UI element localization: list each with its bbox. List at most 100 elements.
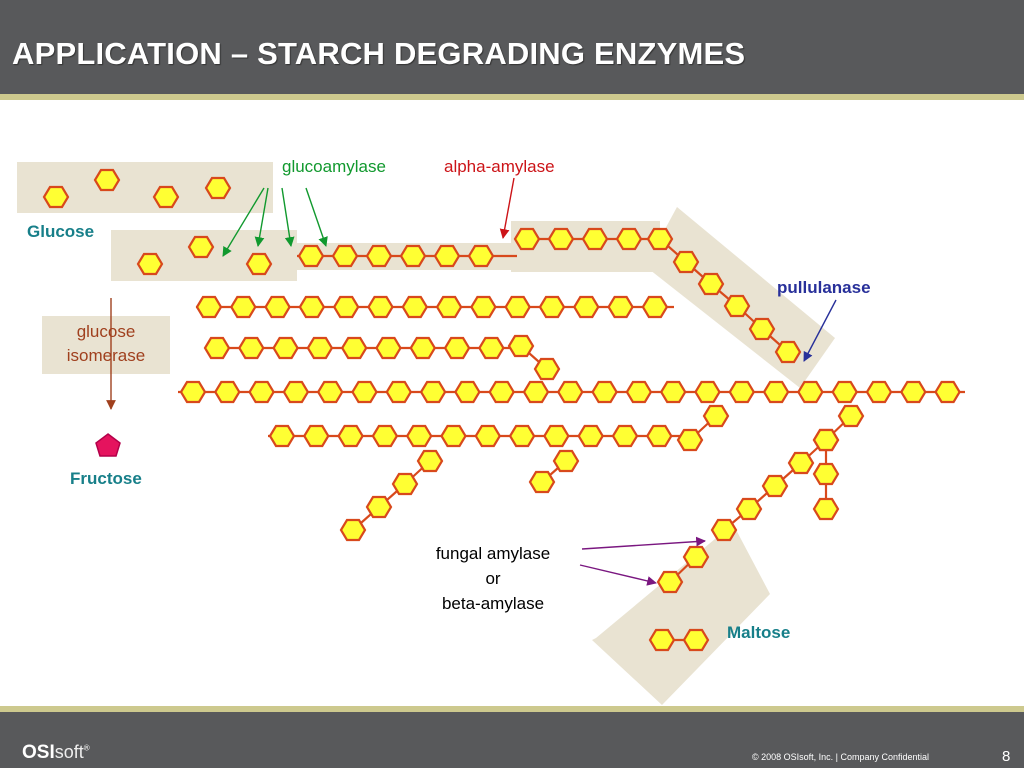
glucose-hexagon xyxy=(646,424,673,448)
glucose-hexagon xyxy=(248,380,275,404)
fructose-label: Fructose xyxy=(70,469,142,488)
glucose-hexagon xyxy=(401,295,429,319)
glucose-hexagon xyxy=(538,295,566,319)
glucose-hexagon xyxy=(467,244,495,268)
glucose-hexagon xyxy=(522,380,550,404)
free-glucose-hexagon xyxy=(187,235,215,259)
glucose-units xyxy=(42,168,961,652)
glucose-hexagon xyxy=(762,380,790,404)
glucose-hexagon xyxy=(831,380,858,404)
glucose-label: Glucose xyxy=(27,222,95,241)
slide-title: APPLICATION – STARCH DEGRADING ENZYMES xyxy=(12,36,746,71)
glucose-hexagon xyxy=(702,404,730,428)
glucose-hexagon xyxy=(900,380,927,404)
free-glucose-hexagon xyxy=(245,252,273,276)
glucose-hexagon xyxy=(474,424,502,448)
glucose-hexagon xyxy=(195,295,223,319)
glucose-hexagon xyxy=(351,380,378,404)
enzyme-arrows xyxy=(106,177,837,586)
glucose-hexagon xyxy=(797,380,824,404)
glucose-hexagon xyxy=(812,497,840,521)
glucose-hexagon xyxy=(735,497,763,521)
glucose-hexagon xyxy=(615,227,643,251)
glucose-hexagon xyxy=(435,295,463,319)
glucose-hexagon xyxy=(865,380,893,404)
glucose-hexagon xyxy=(470,295,497,319)
fungal-amylase-arrow-2 xyxy=(579,564,657,586)
glucose-hexagon xyxy=(641,295,669,319)
glucose-hexagon xyxy=(331,244,359,268)
glucose-hexagon xyxy=(837,404,865,428)
glucose-hexagon xyxy=(365,495,393,519)
glucose-hexagon xyxy=(385,380,413,404)
glucose-hexagon xyxy=(371,424,399,448)
free-glucose-hexagon xyxy=(204,176,232,200)
fungal-amylase-label: fungal amylase or beta-amylase xyxy=(405,541,581,616)
glucose-hexagon xyxy=(591,380,618,404)
glucose-hexagon xyxy=(508,424,536,448)
glucose-hexagon xyxy=(504,295,531,319)
glucose-hexagon xyxy=(573,295,600,319)
glucose-hexagon xyxy=(399,244,427,268)
glucose-hexagon xyxy=(659,380,687,404)
osisoft-logo: OSIsoft® xyxy=(22,742,90,764)
glucose-hexagon xyxy=(607,295,634,319)
alpha-amylase-arrow xyxy=(499,177,515,239)
glucose-hexagon xyxy=(533,357,561,381)
fructose-pentagon-icon xyxy=(95,433,121,457)
logo-light-text: soft xyxy=(54,742,84,762)
glucose-hexagon xyxy=(339,518,367,542)
fungal-amylase-arrow-1 xyxy=(581,536,706,550)
glucose-hexagon xyxy=(812,428,840,452)
glucose-hexagon xyxy=(272,336,299,360)
maltose-hexagon xyxy=(682,628,710,652)
glucose-hexagon xyxy=(646,227,674,251)
logo-bold-text: OSI xyxy=(22,742,55,763)
glucose-hexagon xyxy=(528,470,556,494)
fungal-amylase-line2: or xyxy=(485,569,501,588)
glucose-hexagon xyxy=(543,424,570,448)
alpha-amylase-label: alpha-amylase xyxy=(444,157,555,176)
glucose-isomerase-line2: isomerase xyxy=(66,346,146,365)
maltose-label: Maltose xyxy=(727,623,791,642)
glucose-hexagon xyxy=(298,295,326,319)
pullulanase-label: pullulanase xyxy=(777,278,871,297)
free-glucose-hexagon xyxy=(152,185,180,209)
slide-footer: OSIsoft® © 2008 OSIsoft, Inc. | Company … xyxy=(0,706,1024,768)
glucose-hexagon xyxy=(365,244,393,268)
fungal-amylase-line3: beta-amylase xyxy=(441,594,545,613)
glucoamylase-label: glucoamylase xyxy=(282,157,386,176)
glucose-hexagon xyxy=(774,340,802,364)
glucose-hexagon xyxy=(577,424,604,448)
glucose-hexagon xyxy=(375,336,402,360)
glucose-hexagon xyxy=(812,462,840,486)
free-glucose-hexagon xyxy=(93,168,121,192)
free-glucose-hexagon xyxy=(42,185,70,209)
maltose-hexagon xyxy=(656,570,684,594)
glucose-hexagon xyxy=(547,227,575,251)
glucose-hexagon xyxy=(748,317,776,341)
glucose-hexagon xyxy=(332,295,360,319)
glucose-hexagon xyxy=(337,424,364,448)
glucose-hexagon xyxy=(454,380,481,404)
fungal-amylase-line1: fungal amylase xyxy=(435,544,551,563)
glucose-hexagon xyxy=(179,380,207,404)
glucose-hexagon xyxy=(488,380,515,404)
glucose-hexagon xyxy=(306,336,334,360)
glucose-hexagon xyxy=(513,227,541,251)
glucose-hexagon xyxy=(268,424,296,448)
glucose-isomerase-label: glucose isomerase xyxy=(42,320,170,368)
glucose-hexagon xyxy=(761,474,789,498)
glucose-hexagon xyxy=(581,227,609,251)
glucose-hexagon xyxy=(728,380,756,404)
glucose-hexagon xyxy=(416,449,444,473)
glucose-hexagon xyxy=(238,336,265,360)
glucose-hexagon xyxy=(676,428,704,452)
glucoamylase-arrow-4 xyxy=(305,187,328,247)
glucose-hexagon xyxy=(440,424,467,448)
logo-registered-mark: ® xyxy=(83,743,90,753)
glucose-hexagon xyxy=(723,294,751,318)
glucose-hexagon xyxy=(264,295,291,319)
glucose-hexagon xyxy=(203,336,231,360)
glucose-hexagon xyxy=(297,244,325,268)
